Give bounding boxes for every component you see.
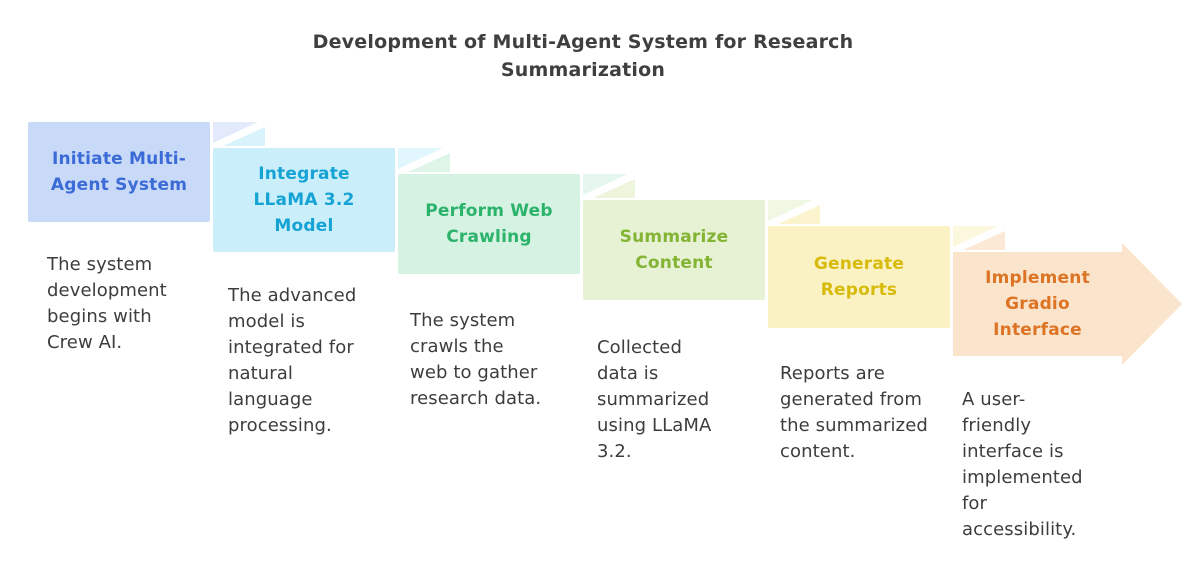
step-description: The system crawls the web to gather rese… <box>410 310 542 409</box>
ribbon-fold <box>398 148 450 172</box>
step-title: Generate Reports <box>813 254 905 300</box>
step-title: Integrate LLaMA 3.2 Model <box>253 164 355 236</box>
step-box-summarize-content: Summarize Content <box>583 200 765 300</box>
ribbon-fold <box>768 200 820 224</box>
step-title: Perform Web Crawling <box>425 201 553 247</box>
step-title: Summarize Content <box>619 227 729 273</box>
step-box-integrate-llama-model: Integrate LLaMA 3.2 Model <box>213 148 395 252</box>
ribbon-fold <box>953 226 1005 250</box>
step-box-generate-reports: Generate Reports <box>768 226 950 328</box>
step-description: The advanced model is integrated for nat… <box>228 285 357 436</box>
step-description: Reports are generated from the summarize… <box>780 363 928 462</box>
step-box-perform-web-crawling: Perform Web Crawling <box>398 174 580 274</box>
step-title: Implement Gradio Interface <box>985 268 1090 340</box>
step-box-initiate-multi-agent-system: Initiate Multi- Agent System <box>28 122 210 222</box>
step-description: The system development begins with Crew … <box>47 254 167 353</box>
step-title: Initiate Multi- Agent System <box>50 149 188 195</box>
step-description: A user- friendly interface is implemente… <box>962 389 1083 540</box>
step-box-implement-gradio-interface: Implement Gradio Interface <box>953 243 1182 365</box>
diagram-title: Development of Multi-Agent System for Re… <box>312 31 854 81</box>
ribbon-fold <box>583 174 635 198</box>
ribbon-fold <box>213 122 265 146</box>
step-description: Collected data is summarized using LLaMA… <box>597 337 712 462</box>
